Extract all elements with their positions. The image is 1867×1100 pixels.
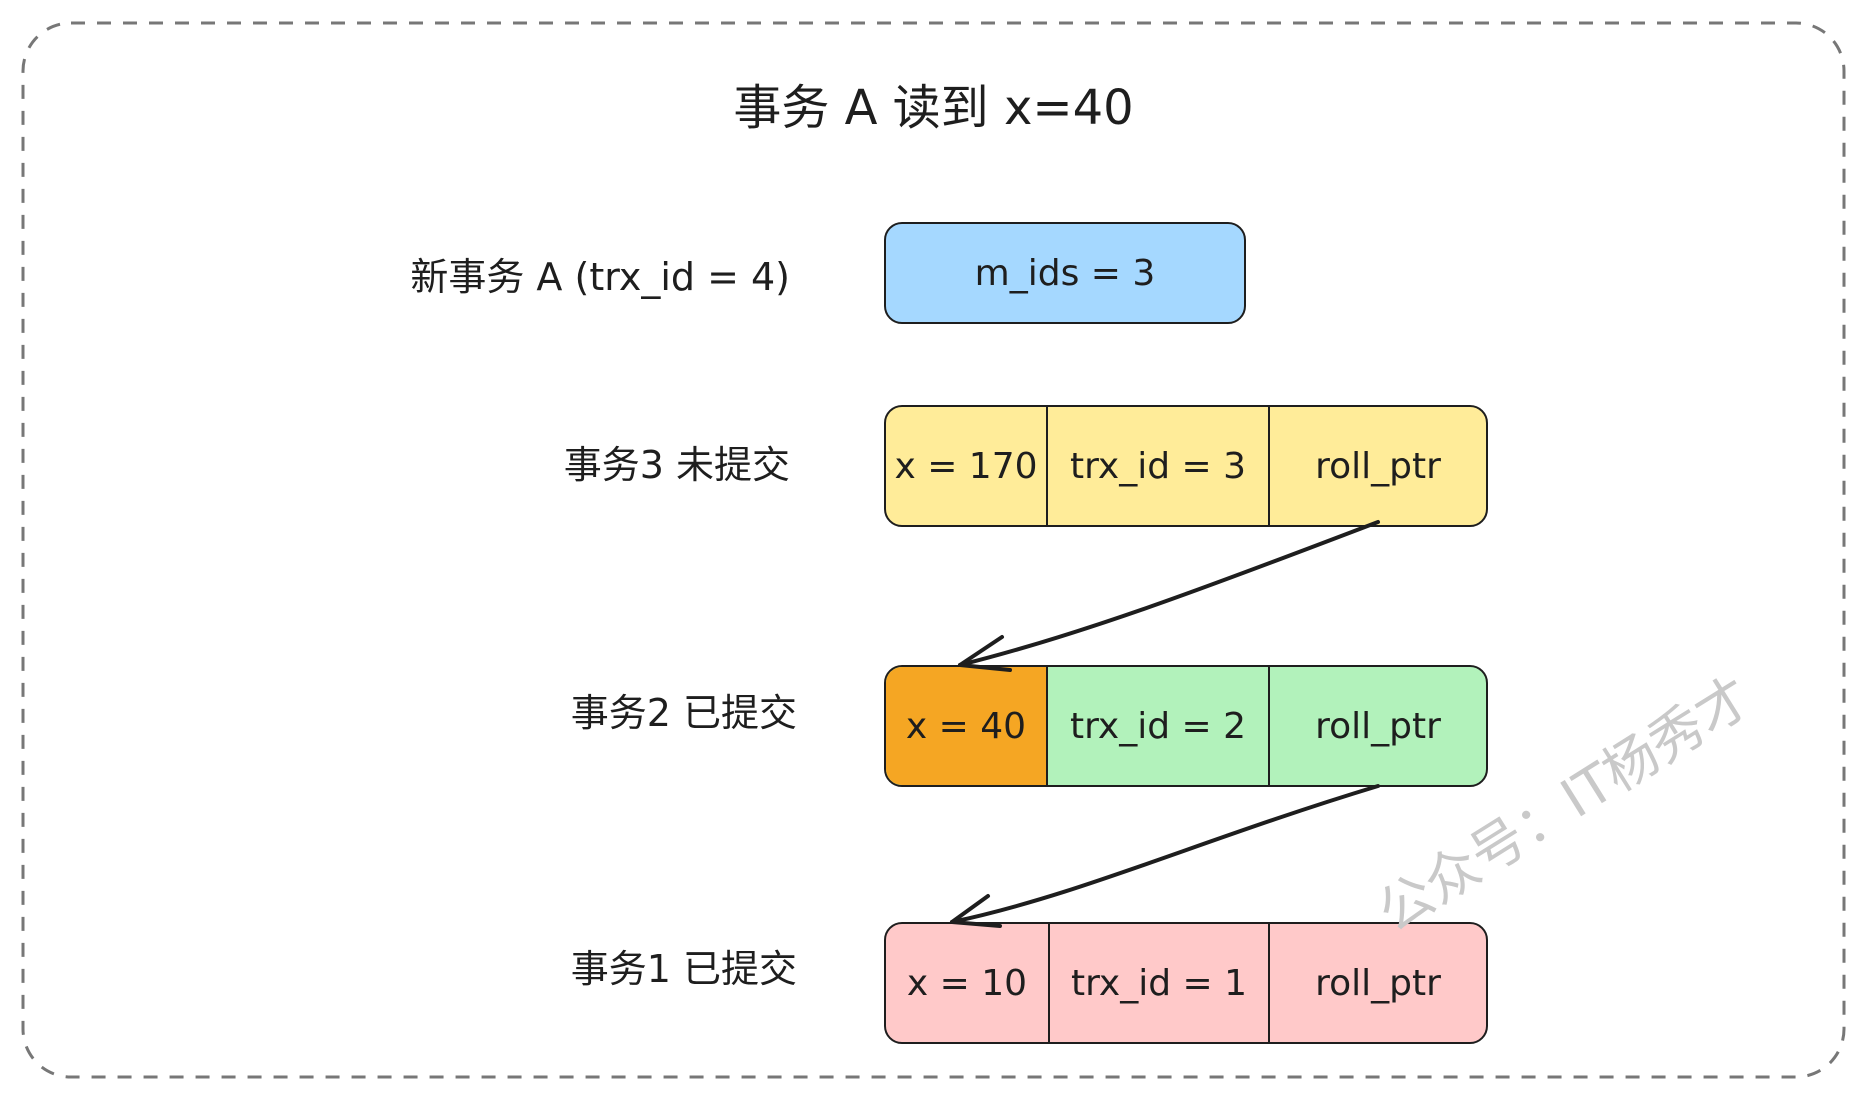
value-cell: x = 10	[906, 962, 1028, 1004]
version-label-txn2: 事务2 已提交	[570, 691, 797, 735]
version-label-txn1: 事务1 已提交	[570, 947, 797, 991]
value-cell: x = 170	[894, 445, 1038, 487]
roll-ptr-cell: roll_ptr	[1268, 924, 1486, 1042]
read-view-box: m_ids = 3	[884, 222, 1246, 324]
m-ids-cell: m_ids = 3	[974, 252, 1156, 294]
roll-ptr-cell: roll_ptr	[1268, 667, 1486, 785]
version-label-txn3: 事务3 未提交	[563, 443, 790, 487]
value-cell-highlighted: x = 40	[886, 667, 1046, 785]
trx-id-cell: trx_id = 3	[1046, 407, 1268, 525]
undo-record-txn3: x = 170 trx_id = 3 roll_ptr	[884, 405, 1488, 527]
diagram-title: 事务 A 读到 x=40	[733, 80, 1134, 136]
undo-record-txn1: x = 10 trx_id = 1 roll_ptr	[884, 922, 1488, 1044]
undo-record-txn2: x = 40 trx_id = 2 roll_ptr	[884, 665, 1488, 787]
diagram-frame	[20, 20, 1847, 1080]
roll-ptr-cell: roll_ptr	[1268, 407, 1486, 525]
new-transaction-label: 新事务 A (trx_id = 4)	[410, 255, 790, 299]
trx-id-cell: trx_id = 1	[1048, 924, 1268, 1042]
trx-id-cell: trx_id = 2	[1046, 667, 1268, 785]
